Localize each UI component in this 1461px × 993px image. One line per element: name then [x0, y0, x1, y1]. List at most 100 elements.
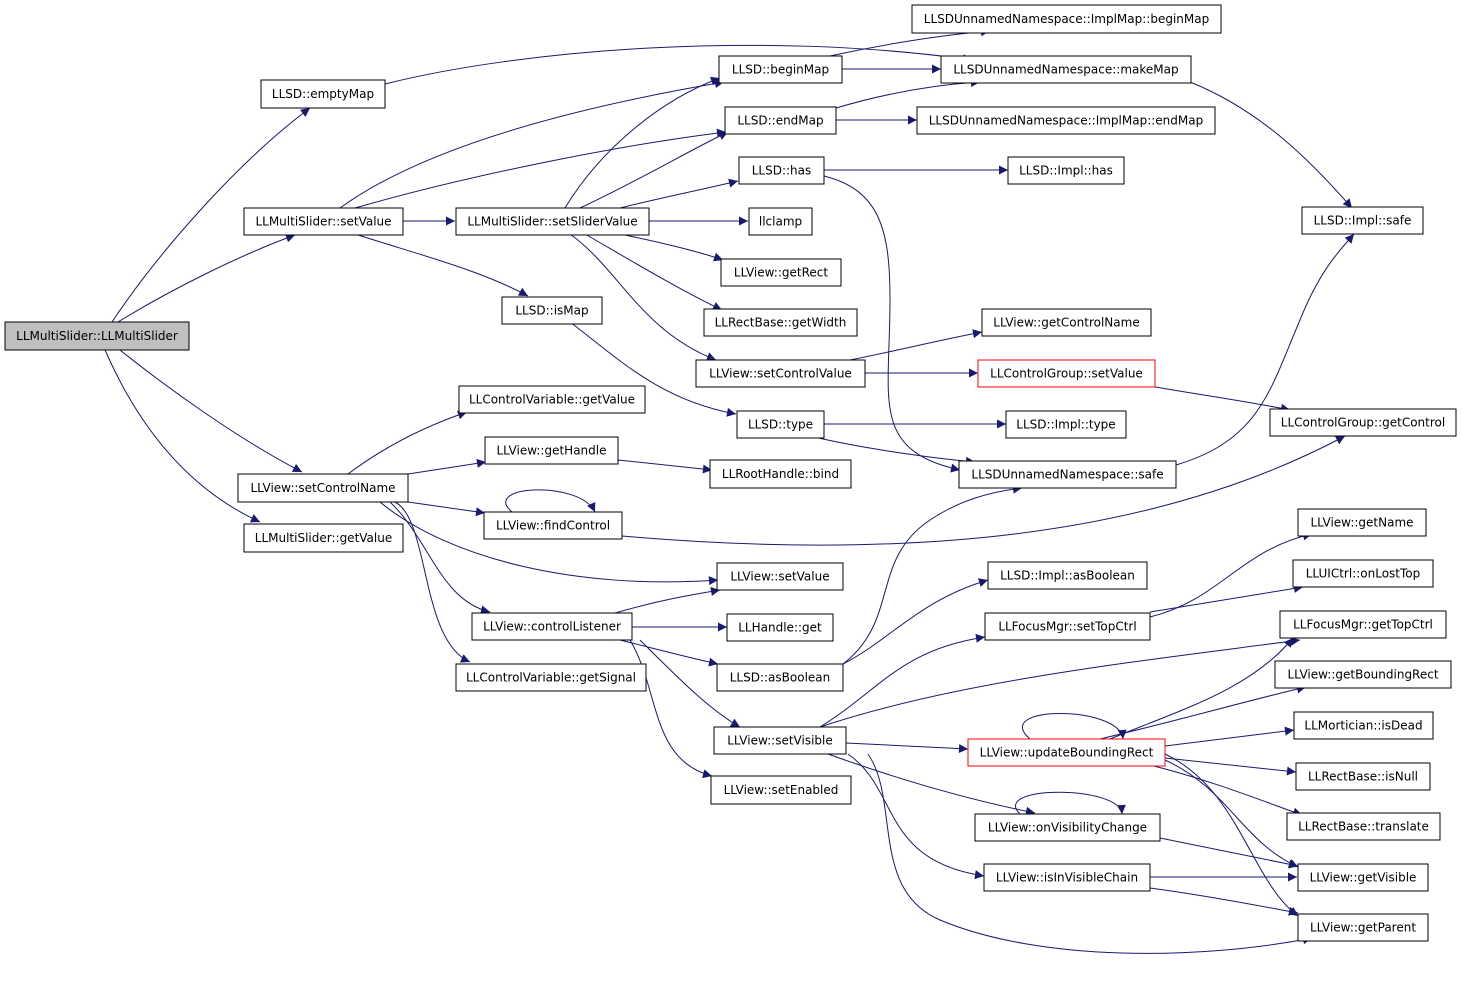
- node-implAsBoolean[interactable]: LLSD::Impl::asBoolean: [987, 561, 1148, 590]
- node-handleGet[interactable]: LLHandle::get: [726, 613, 834, 642]
- node-findControl[interactable]: LLView::findControl: [483, 511, 623, 540]
- edge-endMap-makeMap: [835, 78, 981, 109]
- node-getWidth[interactable]: LLRectBase::getWidth: [703, 308, 858, 337]
- node-label: LLView::setControlName: [250, 481, 395, 495]
- edge-setControlName-cvGetValue: [347, 410, 468, 475]
- node-onLostTop[interactable]: LLUICtrl::onLostTop: [1292, 559, 1434, 588]
- edge-controlListener-setVisible: [639, 639, 741, 728]
- node-type[interactable]: LLSD::type: [736, 410, 825, 439]
- node-box: [981, 308, 1152, 337]
- node-label: LLSDUnnamedNamespace::ImplMap::beginMap: [924, 12, 1209, 26]
- node-box: [237, 473, 409, 503]
- node-setSliderValue[interactable]: LLMultiSlider::setSliderValue: [455, 207, 650, 236]
- node-setControlValue[interactable]: LLView::setControlValue: [695, 359, 866, 388]
- node-nsSafe[interactable]: LLSDUnnamedNamespace::safe: [958, 460, 1177, 489]
- node-isInVisibleChain[interactable]: LLView::isInVisibleChain: [983, 863, 1151, 892]
- node-bind[interactable]: LLRootHandle::bind: [709, 459, 852, 489]
- node-asBoolean[interactable]: LLSD::asBoolean: [716, 663, 844, 692]
- node-label: LLView::getControlName: [993, 316, 1139, 330]
- node-setVisible[interactable]: LLView::setVisible: [713, 726, 847, 755]
- node-setControlName[interactable]: LLView::setControlName: [237, 473, 409, 503]
- node-box: [748, 207, 813, 236]
- node-endMap[interactable]: LLSD::endMap: [724, 106, 837, 135]
- node-box: [458, 385, 646, 414]
- node-label: LLUICtrl::onLostTop: [1306, 567, 1421, 581]
- node-box: [471, 612, 633, 641]
- node-implType[interactable]: LLSD::Impl::type: [1005, 410, 1127, 439]
- node-msSetValue[interactable]: LLMultiSlider::setValue: [243, 207, 404, 236]
- edge-emptyMap-makeMap: [384, 44, 973, 85]
- node-box: [1279, 610, 1447, 639]
- node-getControl[interactable]: LLControlGroup::getControl: [1269, 408, 1457, 437]
- node-getRect[interactable]: LLView::getRect: [720, 258, 842, 287]
- node-emptyMap[interactable]: LLSD::emptyMap: [260, 79, 386, 109]
- node-label: LLView::controlListener: [483, 620, 621, 634]
- node-label: LLControlGroup::getControl: [1281, 416, 1445, 430]
- node-label: LLSD::emptyMap: [272, 87, 374, 101]
- node-makeMap[interactable]: LLSDUnnamedNamespace::makeMap: [940, 55, 1192, 84]
- node-root[interactable]: LLMultiSlider::LLMultiSlider: [4, 321, 190, 351]
- node-has[interactable]: LLSD::has: [738, 156, 825, 185]
- node-getVisible[interactable]: LLView::getVisible: [1297, 863, 1429, 892]
- node-label: LLSD::Impl::has: [1019, 164, 1113, 178]
- node-getParent[interactable]: LLView::getParent: [1297, 913, 1429, 942]
- edge-msSetValue-endMap: [354, 128, 727, 209]
- node-box: [4, 321, 190, 351]
- node-label: LLSDUnnamedNamespace::safe: [971, 468, 1163, 482]
- node-box: [455, 663, 647, 692]
- node-cgSetValue[interactable]: LLControlGroup::setValue: [977, 359, 1156, 388]
- node-llclamp[interactable]: llclamp: [748, 207, 813, 236]
- node-msGetValue[interactable]: LLMultiSlider::getValue: [243, 523, 404, 553]
- node-implSafe[interactable]: LLSD::Impl::safe: [1301, 206, 1424, 235]
- node-label: llclamp: [759, 215, 802, 229]
- node-updateBoundingRect[interactable]: LLView::updateBoundingRect: [967, 738, 1166, 767]
- node-label: LLView::getVisible: [1310, 871, 1417, 885]
- node-getHandle[interactable]: LLView::getHandle: [484, 436, 619, 465]
- node-label: LLMultiSlider::getValue: [255, 531, 392, 545]
- node-implMapBeginMap[interactable]: LLSDUnnamedNamespace::ImplMap::beginMap: [911, 4, 1222, 34]
- node-box: [987, 561, 1148, 590]
- node-box: [958, 460, 1177, 489]
- node-onVisibilityChange[interactable]: LLView::onVisibilityChange: [974, 813, 1161, 842]
- node-label: LLRectBase::translate: [1298, 820, 1429, 834]
- node-getControlName[interactable]: LLView::getControlName: [981, 308, 1152, 337]
- edge-updateBoundingRect-self: [1021, 713, 1127, 740]
- edge-updateBoundingRect-getTopCtrl: [1109, 637, 1294, 740]
- node-label: LLView::findControl: [496, 519, 610, 533]
- node-isNull[interactable]: LLRectBase::isNull: [1295, 762, 1431, 791]
- node-controlListener[interactable]: LLView::controlListener: [471, 612, 633, 641]
- node-label: LLSD::type: [748, 418, 813, 432]
- node-implHas[interactable]: LLSD::Impl::has: [1007, 156, 1125, 185]
- node-box: [1297, 863, 1429, 892]
- node-translate[interactable]: LLRectBase::translate: [1286, 812, 1441, 841]
- node-cvGetValue[interactable]: LLControlVariable::getValue: [458, 385, 646, 414]
- node-beginMap[interactable]: LLSD::beginMap: [718, 55, 843, 84]
- node-box: [455, 207, 650, 236]
- node-box: [260, 79, 386, 109]
- edge-controlListener-asBoolean: [619, 639, 719, 667]
- edge-setVisible-updateBoundingRect: [845, 742, 969, 754]
- node-box: [1274, 660, 1452, 689]
- node-setTopCtrl[interactable]: LLFocusMgr::setTopCtrl: [984, 612, 1151, 641]
- node-label: LLSD::isMap: [515, 304, 588, 318]
- node-layer: LLMultiSlider::LLMultiSlider LLSD::emptyM…: [4, 4, 1457, 942]
- node-setEnabled[interactable]: LLView::setEnabled: [710, 775, 852, 805]
- node-viewSetValue[interactable]: LLView::setValue: [716, 562, 844, 591]
- edge-controlListener-setEnabled: [629, 639, 713, 779]
- node-label: LLView::getRect: [734, 266, 828, 280]
- node-box: [484, 436, 619, 465]
- node-getBoundingRect[interactable]: LLView::getBoundingRect: [1274, 660, 1452, 689]
- node-isMap[interactable]: LLSD::isMap: [501, 296, 603, 325]
- node-getName[interactable]: LLView::getName: [1297, 508, 1427, 537]
- node-implMapEndMap[interactable]: LLSDUnnamedNamespace::ImplMap::endMap: [916, 106, 1216, 135]
- edge-root-emptyMap: [111, 107, 311, 323]
- node-getTopCtrl[interactable]: LLFocusMgr::getTopCtrl: [1279, 610, 1447, 639]
- node-getSignal[interactable]: LLControlVariable::getSignal: [455, 663, 647, 692]
- node-label: LLRectBase::isNull: [1308, 770, 1418, 784]
- node-box: [243, 523, 404, 553]
- edge-setVisible-isInVisibleChain: [847, 753, 985, 880]
- node-isDead[interactable]: LLMortician::isDead: [1293, 711, 1434, 740]
- node-label: LLSD::Impl::safe: [1314, 214, 1412, 228]
- node-box: [713, 726, 847, 755]
- node-box: [1292, 559, 1434, 588]
